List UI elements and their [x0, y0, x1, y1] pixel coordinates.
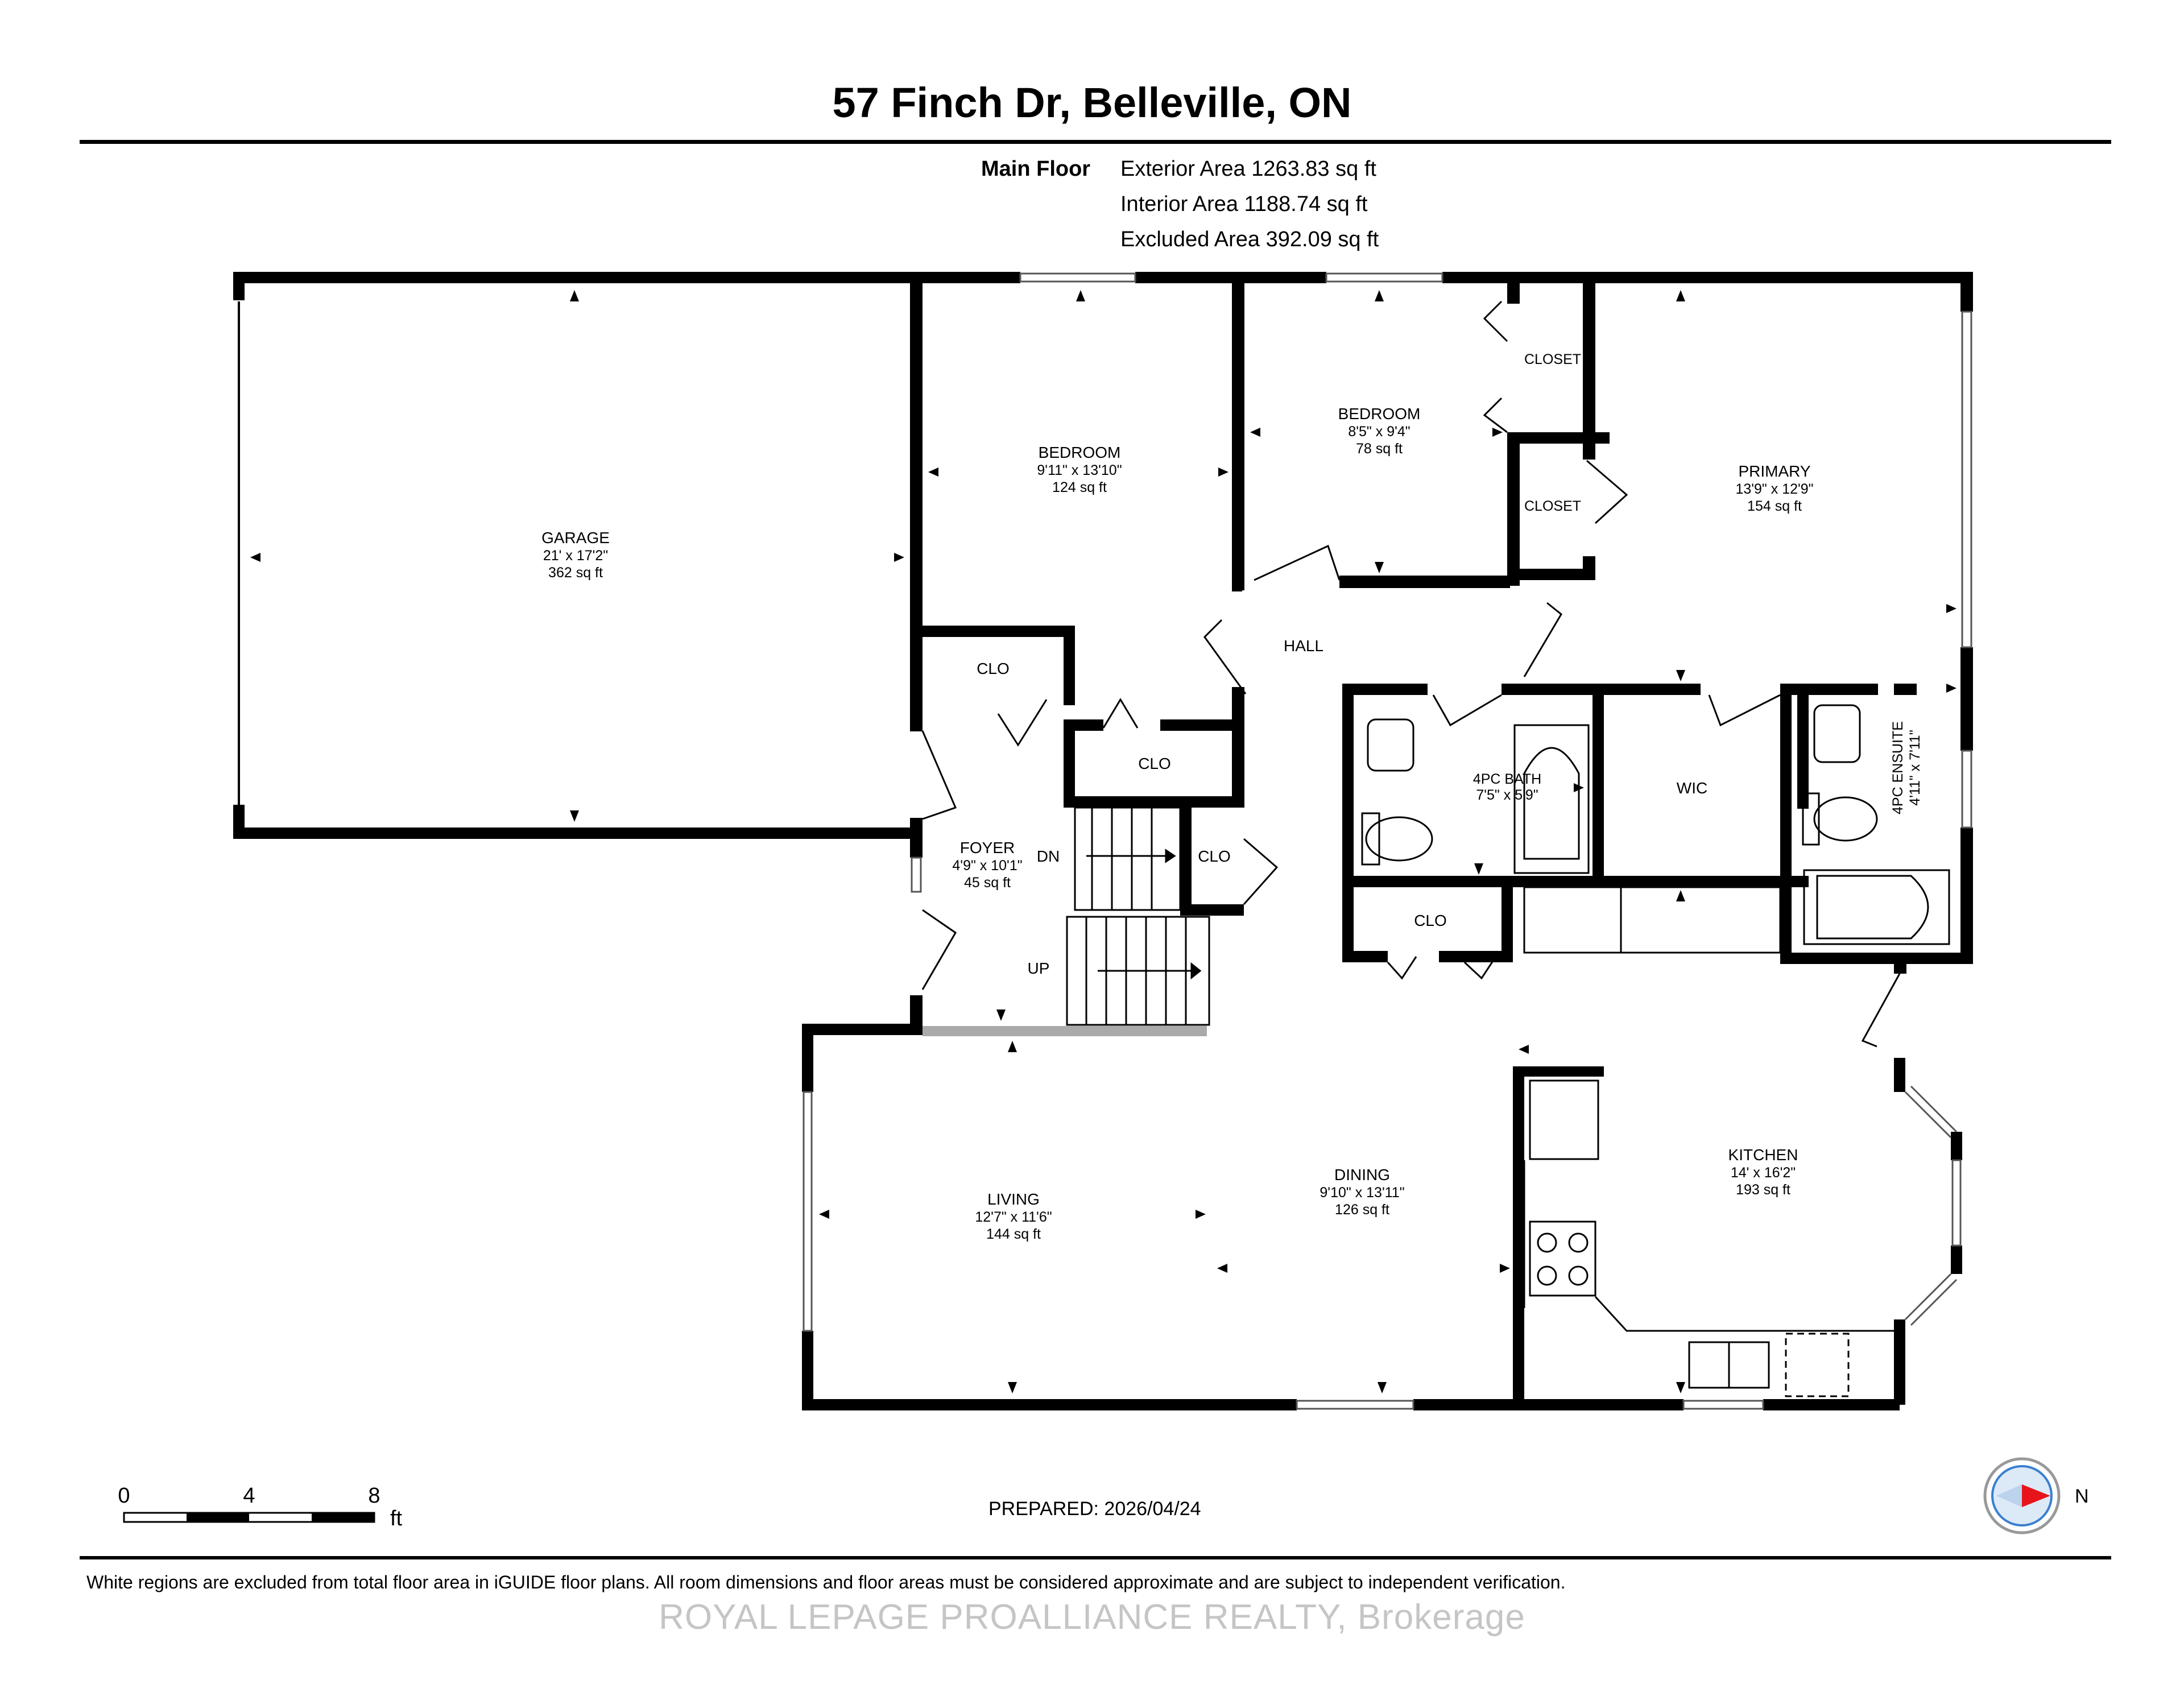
bedroom1-area: 124 sq ft	[1052, 479, 1107, 495]
ensuite-dims: 4'11" x 7'11"	[1907, 730, 1923, 805]
kitchen-dims: 14' x 16'2"	[1731, 1165, 1796, 1181]
bedroom1-dims: 9'11" x 13'10"	[1037, 462, 1122, 478]
footer-divider	[80, 1556, 2111, 1559]
scale-tick-8: 8	[368, 1484, 380, 1508]
door-swings	[921, 300, 1901, 1048]
fixtures	[1361, 704, 1950, 1397]
living-dims: 12'7" x 11'6"	[975, 1209, 1052, 1225]
fridge	[1529, 1079, 1599, 1160]
linen-cabinet	[1523, 886, 1622, 954]
foyer-name: FOYER	[960, 839, 1015, 857]
dining-name: DINING	[1334, 1166, 1390, 1184]
excluded-area: Excluded Area 392.09 sq ft	[1120, 227, 1379, 251]
scale-bar: 0 4 8 ft	[118, 1484, 402, 1530]
clo-a-name: CLO	[977, 660, 1010, 677]
exterior-area: Exterior Area 1263.83 sq ft	[1120, 157, 1376, 181]
ensuite-sink	[1813, 704, 1861, 763]
floor-label: Main Floor	[981, 157, 1091, 181]
ensuite-name: 4PC ENSUITE	[1890, 721, 1906, 814]
kitchen-area: 193 sq ft	[1736, 1182, 1790, 1198]
prepared-date: PREPARED: 2026/04/24	[988, 1498, 1201, 1520]
stairs-down-label: DN	[1037, 847, 1060, 865]
closet-top-name: CLOSET	[1524, 351, 1581, 367]
clo-d-name: CLO	[1198, 847, 1231, 865]
kitchen-name: KITCHEN	[1728, 1146, 1798, 1164]
bedroom1-name: BEDROOM	[1039, 444, 1121, 461]
primary-dims: 13'9" x 12'9"	[1735, 481, 1813, 497]
dining-dims: 9'10" x 13'11"	[1320, 1185, 1404, 1201]
compass-north-label: N	[2075, 1486, 2089, 1507]
stove	[1529, 1221, 1596, 1297]
garage-area: 362 sq ft	[548, 565, 603, 581]
bathtub	[1513, 724, 1590, 874]
page-title: 57 Finch Dr, Belleville, ON	[832, 79, 1352, 126]
dining-area: 126 sq ft	[1335, 1202, 1389, 1218]
living-name: LIVING	[987, 1190, 1040, 1208]
compass-icon: N	[1983, 1457, 2089, 1534]
disclaimer: White regions are excluded from total fl…	[86, 1572, 1566, 1592]
foyer-dims: 4'9" x 10'1"	[952, 858, 1022, 874]
brokerage-watermark: ROYAL LEPAGE PROALLIANCE REALTY, Brokera…	[659, 1598, 1525, 1637]
stair-rail	[923, 1026, 1207, 1036]
bath-name: 4PC BATH	[1473, 771, 1541, 787]
scale-unit: ft	[390, 1507, 403, 1530]
scale-tick-0: 0	[118, 1484, 130, 1508]
closet-mid-name: CLOSET	[1524, 498, 1581, 514]
storage-cabinet	[1620, 886, 1781, 954]
bath-dims: 7'5" x 5'9"	[1476, 787, 1538, 803]
bedroom2-dims: 8'5" x 9'4"	[1348, 424, 1410, 440]
hall-name: HALL	[1284, 637, 1323, 655]
clo-b-name: CLO	[1138, 755, 1171, 772]
interior-area: Interior Area 1188.74 sq ft	[1120, 192, 1368, 216]
ensuite-toilet-tank	[1802, 792, 1820, 846]
room-labels: GARAGE 21' x 17'2" 362 sq ft BEDROOM 9'1…	[541, 351, 1923, 1242]
windows	[803, 272, 1972, 1410]
foyer-area: 45 sq ft	[964, 875, 1011, 891]
bath-sink	[1367, 718, 1414, 772]
dimension-arrows	[250, 290, 1956, 1393]
dishwasher	[1785, 1333, 1850, 1397]
walls	[233, 272, 1973, 1410]
bath-toilet-tank	[1361, 812, 1380, 866]
stairs-up-label: UP	[1028, 959, 1050, 977]
living-area: 144 sq ft	[986, 1226, 1041, 1242]
garage-name: GARAGE	[541, 529, 610, 547]
title-divider	[80, 140, 2111, 144]
bedroom2-name: BEDROOM	[1338, 405, 1421, 423]
primary-area: 154 sq ft	[1747, 498, 1802, 514]
ensuite-toilet	[1813, 796, 1878, 842]
primary-name: PRIMARY	[1738, 462, 1810, 480]
clo-c-name: CLO	[1414, 912, 1447, 929]
bathtub-basin	[1523, 747, 1580, 860]
scale-tick-4: 4	[243, 1484, 255, 1508]
garage-dims: 21' x 17'2"	[543, 548, 608, 564]
bedroom2-area: 78 sq ft	[1356, 441, 1403, 457]
ensuite-tub	[1803, 869, 1950, 945]
stairs	[1066, 806, 1210, 1026]
ensuite-tub-basin	[1816, 875, 1929, 940]
wic-name: WIC	[1677, 779, 1707, 797]
bath-toilet	[1365, 816, 1433, 862]
